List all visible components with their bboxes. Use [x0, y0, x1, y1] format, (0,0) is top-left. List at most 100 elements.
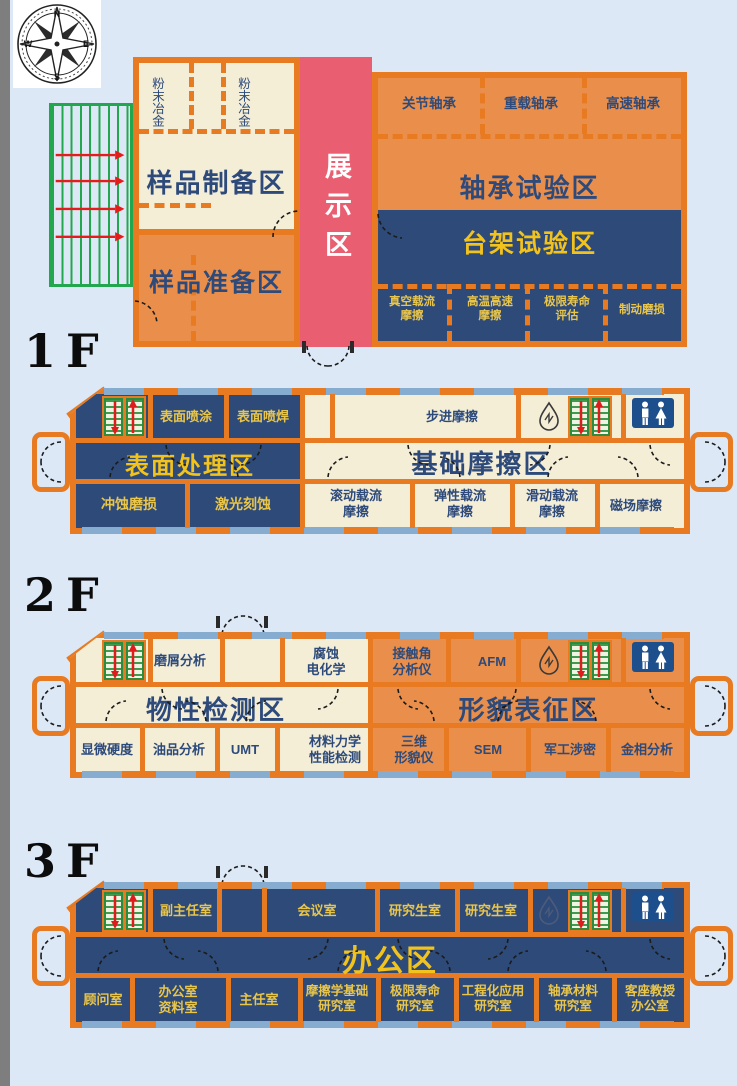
floor-label-3f: 3F [24, 834, 109, 888]
stair-treads [125, 892, 144, 930]
zone-divider-wall [368, 638, 373, 772]
room-grad-student-b: 研究生室 [464, 903, 517, 918]
entry-vestibule-left [32, 432, 70, 492]
stairs-icon [568, 396, 612, 438]
door-arc [327, 456, 349, 478]
door-arc [307, 938, 329, 960]
partition [215, 723, 220, 772]
room-limit-life: 极限寿命 研究室 [389, 984, 440, 1013]
room-corrosion-electrochem: 腐蚀 电化学 [306, 646, 346, 677]
corridor-wall-bottom [76, 479, 684, 484]
room-limit-life-eval: 极限寿命 评估 [544, 296, 590, 322]
corridor-wall-top [76, 438, 684, 443]
stairs-icon [102, 640, 146, 682]
hall-exhibition-strip: 展示区 [300, 57, 372, 347]
door-arc [407, 444, 429, 466]
partition [140, 723, 145, 772]
door-arc [429, 950, 451, 972]
door-arc [704, 935, 726, 977]
partition [612, 973, 617, 1022]
partition [185, 479, 190, 528]
room-3d-profilometer: 三维 形貌仪 [394, 734, 434, 765]
floor-label-2f: 2F [24, 568, 109, 622]
room-engineering-app: 工程化应用 研究室 [461, 984, 525, 1013]
plan-1f: 表面喷涂 表面喷焊 表面处理区 冲蚀磨损 激光刻蚀 步进摩擦 基础摩擦区 [30, 386, 735, 536]
door-arc [217, 456, 239, 478]
partition [139, 203, 211, 208]
floor-drain-icon [539, 895, 559, 925]
partition [148, 394, 153, 443]
partition [595, 479, 600, 528]
partition [447, 284, 452, 341]
partition [224, 394, 229, 443]
partition [526, 723, 531, 772]
partition [191, 255, 196, 341]
partition [330, 394, 335, 443]
room-brake-wear: 制动磨损 [619, 304, 665, 316]
door-arc [497, 700, 519, 722]
partition [375, 888, 380, 937]
windows-strip-top [104, 632, 664, 639]
door-arc [105, 700, 127, 722]
stair-treads [104, 642, 123, 680]
door-arc [585, 950, 607, 972]
partition [510, 479, 515, 528]
windows-strip-bottom [82, 771, 674, 778]
room-elastic-friction: 弹性载流 摩擦 [433, 488, 486, 519]
door-arc [704, 441, 726, 483]
room-high-temp-friction: 高温高速 摩擦 [467, 296, 513, 322]
compass-e: E [83, 39, 89, 49]
door-arc [40, 935, 62, 977]
room-surface-spray: 表面喷涂 [159, 409, 212, 424]
room-contact-angle: 接触角 分析仪 [392, 646, 432, 677]
room-heavy-load-bearing: 重载轴承 [504, 96, 558, 111]
room-tribology-basic: 摩擦学基础 研究室 [305, 984, 369, 1013]
partition [528, 888, 533, 937]
restroom-icon [632, 892, 674, 922]
stair-treads [591, 892, 610, 930]
stair-treads [591, 398, 610, 436]
door-arc [97, 950, 119, 972]
partition [516, 638, 521, 687]
compass-rose-icon: N E S W [17, 4, 97, 84]
door-arc [377, 213, 403, 239]
floor-drain-icon [539, 401, 559, 431]
zone-rig-test: 台架试验区 [461, 231, 597, 258]
zone-property-testing: 物性检测区 [145, 696, 286, 725]
partition [298, 973, 303, 1022]
room-bearing-materials: 轴承材料 研究室 [547, 984, 598, 1013]
door-arc [704, 685, 726, 727]
partition [621, 394, 626, 443]
hall-plan: 粉末冶金 粉末冶金 样品制备区 样品准备区 展示区 关节轴承 重载轴承 高速轴承… [133, 57, 687, 367]
entry-vestibule-right [690, 676, 733, 736]
room-afm: AFM [477, 654, 507, 669]
room-deputy-director: 副主任室 [159, 903, 212, 918]
partition [534, 973, 539, 1022]
room-meeting: 会议室 [297, 903, 337, 918]
door-arc [165, 444, 187, 466]
room-high-speed-bearing: 高速轴承 [606, 96, 660, 111]
room-rolling-friction: 滚动载流 摩擦 [329, 488, 382, 519]
building-1f: 表面喷涂 表面喷焊 表面处理区 冲蚀磨损 激光刻蚀 步进摩擦 基础摩擦区 [70, 388, 690, 534]
partition [217, 888, 222, 937]
partition [148, 888, 153, 937]
door-arc [617, 456, 639, 478]
partition [621, 888, 626, 937]
stairs-icon [102, 396, 146, 438]
partition [280, 638, 285, 687]
partition [221, 63, 226, 129]
room-sem: SEM [473, 742, 503, 757]
building-3f: 副主任室 会议室 研究生室 研究生室 办公区 顾问室 办公室 资料室 [70, 882, 690, 1028]
door-jamb [350, 341, 354, 353]
compass-s: S [54, 72, 60, 82]
room-laser-etch: 激光刻蚀 [215, 496, 271, 512]
door-arc [134, 300, 158, 324]
door-arc [529, 444, 551, 466]
partition [480, 78, 485, 134]
partition [454, 973, 459, 1022]
compass-box: N E S W [13, 0, 101, 88]
partition [220, 638, 225, 687]
room-metallographic: 金相分析 [620, 742, 673, 757]
door-jamb [302, 341, 306, 353]
stairs-icon [102, 890, 146, 932]
